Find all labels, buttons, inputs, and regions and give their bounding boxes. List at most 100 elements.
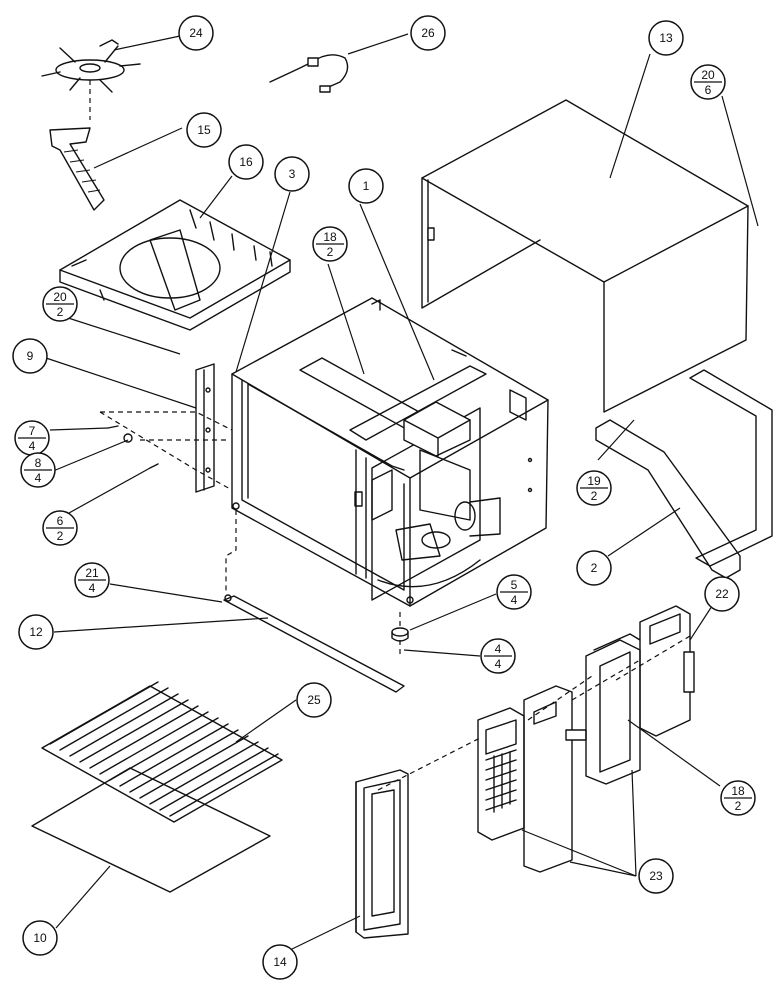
callout-number: 9: [27, 349, 34, 363]
callout-circle: [648, 20, 684, 56]
callout-quantity: 4: [29, 439, 36, 453]
part-10-tray: [31, 767, 271, 893]
callout-number: 15: [197, 123, 211, 137]
callout-c7: 74: [14, 420, 50, 456]
callout-circle: [576, 550, 612, 586]
callout-number: 25: [307, 693, 321, 707]
callout-c2: 2: [576, 550, 612, 586]
callout-c20b: 202: [42, 286, 78, 322]
assembly-line: [225, 510, 237, 592]
callout-number: 13: [659, 31, 673, 45]
callout-quantity: 2: [57, 529, 64, 543]
part-15-guide: [49, 127, 105, 211]
callout-circle: [274, 156, 310, 192]
callout-quantity: 6: [705, 83, 712, 97]
callout-circle: [638, 858, 674, 894]
hardware-left: [99, 411, 233, 491]
callout-quantity: 4: [511, 593, 518, 607]
callout-number: 10: [33, 931, 47, 945]
callout-c25: 25: [296, 682, 332, 718]
callout-c3: 3: [274, 156, 310, 192]
callout-circle: [186, 112, 222, 148]
callout-number: 16: [239, 155, 253, 169]
callout-c16: 16: [228, 144, 264, 180]
part-26-wire-assembly: [269, 54, 349, 93]
callout-number: 14: [273, 955, 287, 969]
callout-c19: 192: [576, 470, 612, 506]
callout-quantity: 2: [327, 245, 334, 259]
callout-circle: [178, 15, 214, 51]
callout-c6: 62: [42, 510, 78, 546]
callout-circle: [228, 144, 264, 180]
callout-number: 12: [29, 625, 43, 639]
callout-quantity: 2: [735, 799, 742, 813]
callout-quantity: 2: [591, 489, 598, 503]
part-24-stirrer-fan: [41, 39, 141, 120]
callout-number: 21: [85, 566, 99, 580]
callout-number: 23: [649, 869, 663, 883]
callout-circle: [704, 576, 740, 612]
callout-number: 1: [363, 179, 370, 193]
part-13-outer-cabinet: [421, 99, 749, 413]
callout-quantity: 2: [57, 305, 64, 319]
callout-c18b: 182: [720, 780, 756, 816]
callout-number: 6: [57, 514, 64, 528]
part-5-foot: [391, 627, 409, 642]
callout-number: 7: [29, 424, 36, 438]
callout-c13: 13: [648, 20, 684, 56]
part-16-cover: [59, 199, 291, 331]
callout-circle: [296, 682, 332, 718]
callout-c5: 54: [496, 574, 532, 610]
callout-c22: 22: [704, 576, 740, 612]
callout-circle: [348, 168, 384, 204]
assembly-line: [377, 737, 481, 791]
callout-c18a: 182: [312, 226, 348, 262]
callout-number: 18: [323, 230, 337, 244]
callout-c20a: 206: [690, 64, 726, 100]
callout-c9: 9: [12, 338, 48, 374]
callout-number: 18: [731, 784, 745, 798]
callout-number: 26: [421, 26, 435, 40]
callout-c4: 44: [480, 638, 516, 674]
callout-circle: [410, 15, 446, 51]
callout-c12: 12: [18, 614, 54, 650]
callout-number: 8: [35, 456, 42, 470]
callout-c14: 14: [262, 944, 298, 980]
callout-number: 24: [189, 26, 203, 40]
callout-c10: 10: [22, 920, 58, 956]
callout-c26: 26: [410, 15, 446, 51]
part-1-3-oven-cavity: [231, 297, 549, 607]
callout-c23: 23: [638, 858, 674, 894]
callout-quantity: 4: [89, 581, 96, 595]
callout-quantity: 4: [35, 471, 42, 485]
callout-c21: 214: [74, 562, 110, 598]
callout-c1: 1: [348, 168, 384, 204]
callout-number: 4: [495, 642, 502, 656]
callout-number: 2: [591, 561, 598, 575]
part-12-rod: [223, 594, 405, 693]
callout-quantity: 4: [495, 657, 502, 671]
callout-c8: 84: [20, 452, 56, 488]
callout-number: 3: [289, 167, 296, 181]
assembly-line: [527, 635, 691, 721]
callout-number: 5: [511, 578, 518, 592]
callout-c15: 15: [186, 112, 222, 148]
callout-number: 22: [715, 587, 729, 601]
part-9-bracket: [195, 363, 215, 493]
callout-c24: 24: [178, 15, 214, 51]
leader-lines: [45, 33, 759, 951]
part-23-control-panels: [477, 605, 695, 873]
callout-number: 19: [587, 474, 601, 488]
callout-circle: [18, 614, 54, 650]
callout-circle: [12, 338, 48, 374]
callout-number: 20: [53, 290, 67, 304]
part-2-rails: [595, 369, 773, 579]
callout-circle: [22, 920, 58, 956]
part-14-door: [355, 769, 409, 939]
callout-number: 20: [701, 68, 715, 82]
part-25-rack: [41, 681, 283, 823]
callout-circle: [262, 944, 298, 980]
